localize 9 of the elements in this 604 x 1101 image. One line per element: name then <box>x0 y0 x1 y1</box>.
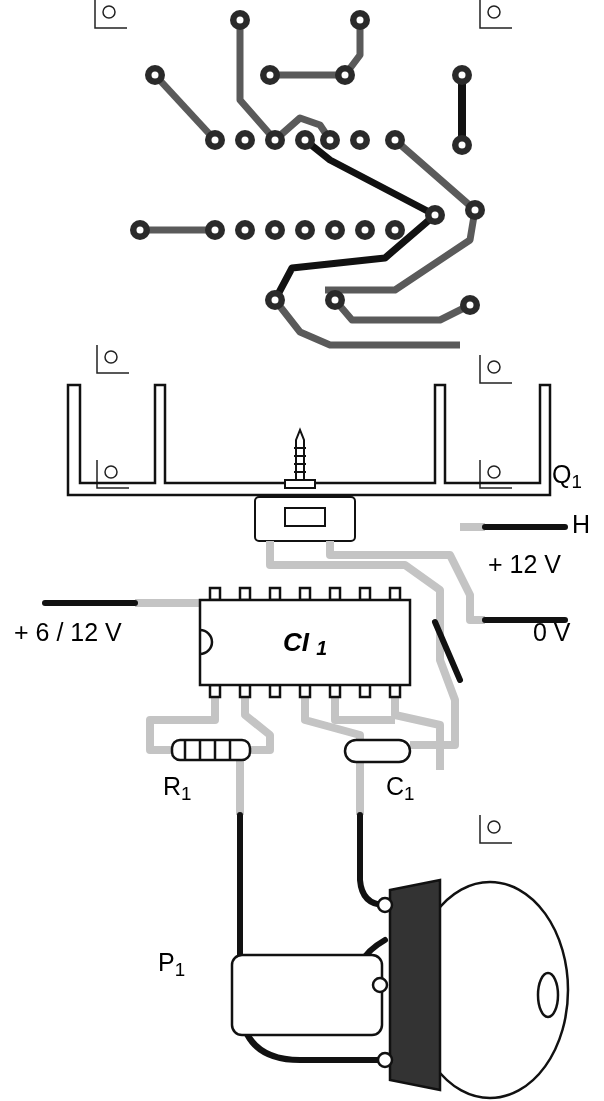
component-label: 0 V <box>533 620 571 645</box>
component-label: C$_{1}$ <box>386 774 415 799</box>
component-label: + 12 V <box>488 552 561 577</box>
chip-label: CI $_{1}$ <box>282 625 328 662</box>
component-label: H <box>572 512 591 537</box>
component-label: Q$_{1}$ <box>552 462 582 487</box>
component-label: + 6 / 12 V <box>14 620 122 645</box>
component-label: P$_{1}$ <box>158 950 186 975</box>
component-label: R$_{1}$ <box>163 774 192 799</box>
